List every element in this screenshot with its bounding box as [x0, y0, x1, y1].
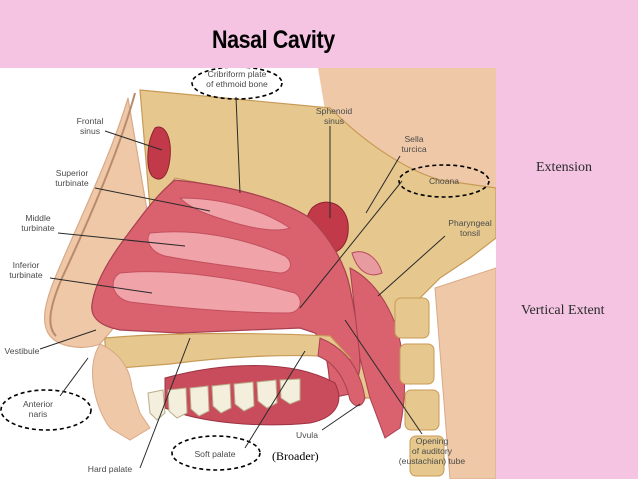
inferior-turbinate: [112, 271, 301, 314]
choana-highlight: [398, 164, 490, 198]
nose-outline: [49, 92, 136, 337]
superior-turbinate-label-2: turbinate: [55, 178, 89, 188]
middle-turbinate-label-1: Middle: [25, 213, 51, 223]
sella-turcica-label-2: turcica: [401, 144, 427, 154]
sella-turcica-label-1: Sella: [404, 134, 423, 144]
opening-label-1: Opening: [416, 436, 449, 446]
frontal-sinus: [147, 126, 171, 180]
choana-label: Choana: [429, 176, 459, 186]
broader-note: (Broader): [272, 449, 319, 463]
frontal-sinus-label-2: sinus: [80, 126, 100, 136]
anterior-naris-label-2: naris: [29, 409, 48, 419]
soft-palate-highlight: [171, 435, 261, 471]
anterior-naris-label-1: Anterior: [23, 399, 53, 409]
pharyngeal-tonsil-label-2: tonsil: [460, 228, 480, 238]
hard-palate-label: Hard palate: [88, 464, 133, 474]
vertical-extent-label: Vertical Extent: [521, 303, 605, 318]
teeth: [147, 378, 301, 421]
inferior-turbinate-label-1: Inferior: [13, 260, 40, 270]
pharyngeal-tonsil-label-1: Pharyngeal: [448, 218, 492, 228]
frontal-sinus-label-1: Frontal: [77, 116, 104, 126]
uvula-label: Uvula: [296, 430, 318, 440]
middle-turbinate: [147, 231, 291, 274]
soft-palate: [317, 337, 366, 407]
anterior-naris-highlight: [0, 389, 92, 431]
cribriform-label-1: Cribriform plate: [208, 69, 267, 79]
extension-label: Extension: [536, 160, 592, 175]
superior-turbinate-label-1: Superior: [56, 168, 89, 178]
middle-turbinate-label-2: turbinate: [21, 223, 55, 233]
inferior-turbinate-label-2: turbinate: [9, 270, 43, 280]
scalp-skin: [318, 68, 496, 208]
upper-jaw: [92, 343, 151, 441]
cribriform-label-2: of ethmoid bone: [206, 79, 268, 89]
opening-label-3: (eustachian) tube: [399, 456, 466, 466]
vertebrae: [394, 267, 496, 479]
sphenoid-sinus-label-1: Sphenoid: [316, 106, 353, 116]
soft-palate-label: Soft palate: [194, 449, 235, 459]
page-title: Nasal Cavity: [212, 26, 335, 54]
pharyngeal-tonsil: [351, 251, 383, 276]
opening-label-2: of auditory: [412, 446, 453, 456]
pharynx-wall: [349, 267, 406, 439]
leader-lines: [39, 96, 446, 469]
vestibule-label: Vestibule: [5, 346, 40, 356]
cribriform-highlight: [191, 68, 283, 100]
superior-turbinate: [178, 197, 292, 231]
nasal-cavity-diagram: Cribriform plate of ethmoid bone Frontal…: [0, 68, 496, 479]
sphenoid-sinus-label-2: sinus: [324, 116, 344, 126]
